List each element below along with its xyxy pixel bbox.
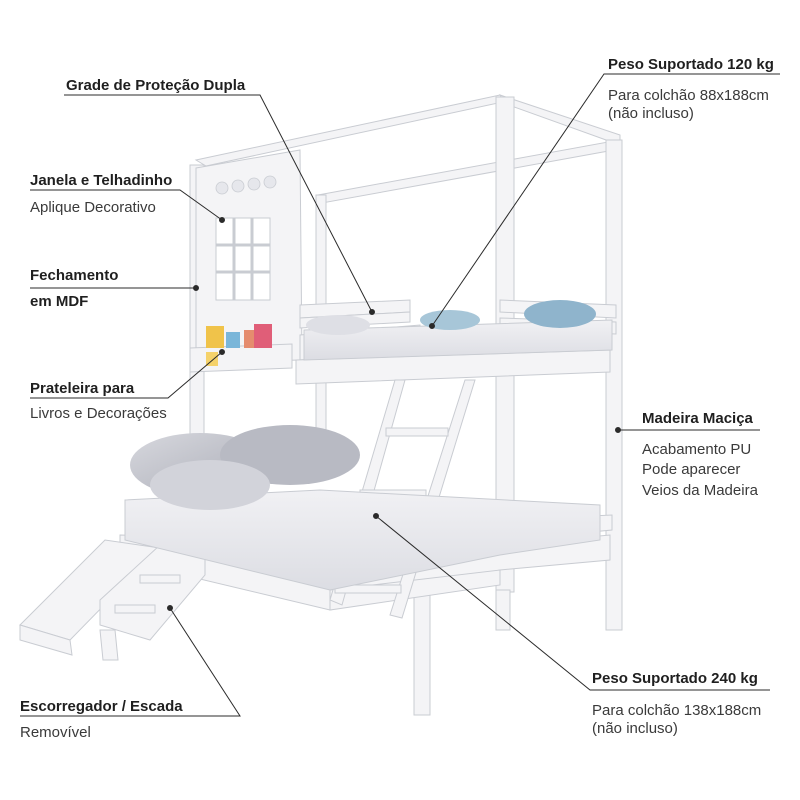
label-prateleira-title: Prateleira para	[30, 380, 135, 397]
label-grade-title: Grade de Proteção Dupla	[66, 77, 246, 94]
lower-rail-bottom	[329, 569, 501, 611]
slide-side	[19, 624, 73, 656]
label-fechamento-line2: em MDF	[30, 293, 89, 310]
leader-escorregador	[20, 607, 241, 717]
top-beam-right	[498, 94, 621, 146]
book-shelf	[189, 343, 293, 373]
window-grid	[216, 218, 270, 300]
label-peso-superior-line2: (não incluso)	[608, 105, 694, 122]
post-lower-mid	[495, 589, 511, 631]
slide-step-2	[114, 604, 156, 614]
lower-pillow-3	[150, 460, 270, 510]
label-peso-superior-title: Peso Suportado 120 kg	[608, 56, 774, 73]
upper-pillow-blue	[524, 300, 596, 328]
slide-leg	[99, 629, 119, 661]
leader-peso-inferior	[375, 515, 770, 691]
window-frame	[215, 217, 271, 301]
post-lower-front	[413, 579, 431, 716]
leader-janela	[30, 189, 223, 221]
label-madeira-line2: Pode aparecer	[642, 461, 741, 478]
label-peso-superior-line1: Para colchão 88x188cm	[608, 87, 769, 104]
upper-mattress	[303, 319, 613, 361]
ladder-rung-1	[385, 427, 449, 437]
label-madeira-line1: Acabamento PU	[642, 441, 752, 458]
leader-peso-superior	[431, 73, 780, 327]
label-peso-inferior-title: Peso Suportado 240 kg	[592, 670, 758, 687]
roof-scallops	[215, 175, 277, 195]
label-peso-inferior-line2: (não incluso)	[592, 720, 678, 737]
upper-pillow-grey	[306, 315, 370, 335]
leader-prateleira	[30, 351, 223, 399]
label-prateleira-subtitle: Livros e Decorações	[30, 405, 167, 422]
label-peso-inferior-line1: Para colchão 138x188cm	[592, 702, 762, 719]
label-escorregador-subtitle: Removível	[20, 724, 91, 741]
leader-lines	[20, 73, 780, 717]
label-escorregador-title: Escorregador / Escada	[20, 698, 183, 715]
top-beam-back	[317, 141, 615, 204]
lower-mattress	[124, 489, 601, 591]
post-right-tall	[605, 139, 623, 631]
upper-pillow-blue2	[420, 310, 480, 330]
label-madeira-line3: Veios da Madeira	[642, 482, 758, 499]
label-madeira-title: Madeira Maciça	[642, 410, 753, 427]
leader-grade	[64, 94, 373, 313]
label-janela-title: Janela e Telhadinho	[30, 172, 173, 189]
slide-step-1	[139, 574, 181, 584]
top-beam-front	[194, 94, 514, 167]
shelf-books	[206, 324, 272, 366]
label-fechamento-line1: Fechamento	[30, 267, 119, 284]
label-janela-subtitle: Aplique Decorativo	[30, 199, 156, 216]
